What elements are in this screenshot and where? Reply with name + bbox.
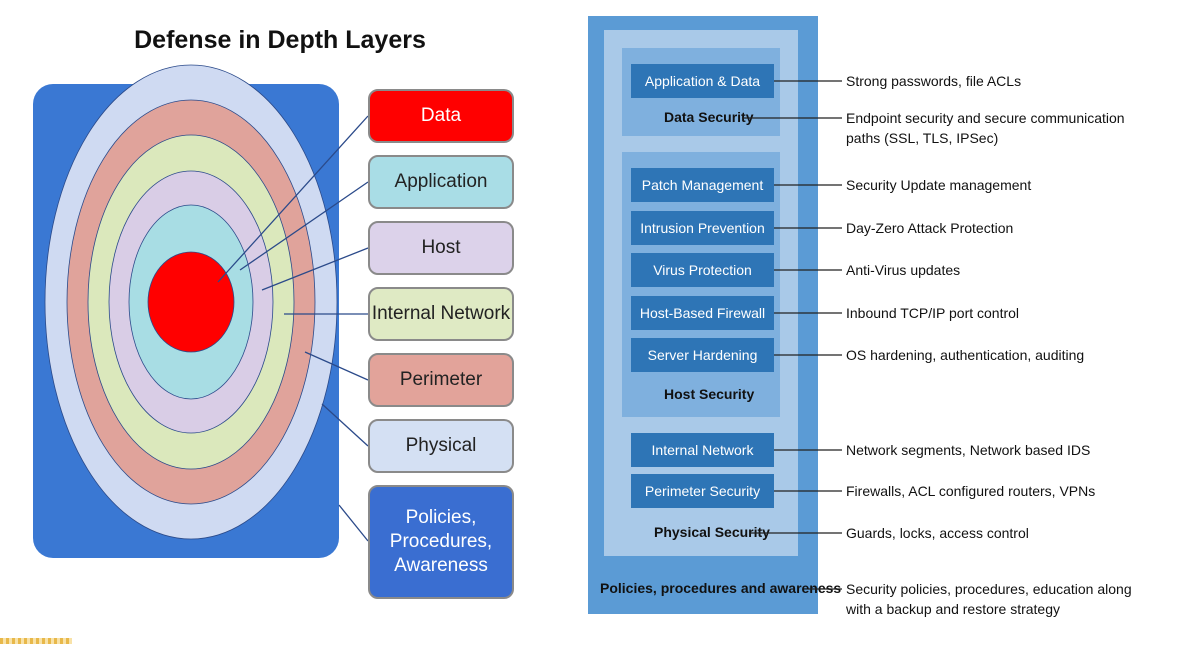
desc-firewall: Inbound TCP/IP port control [846, 305, 1020, 321]
leader-line-perimeter [304, 351, 369, 381]
physical-security-label: Physical Security [654, 524, 770, 540]
legend-label: Data [420, 105, 462, 127]
desc-virus: Anti-Virus updates [846, 262, 961, 278]
legend-policies: Policies, Procedures, Awareness [368, 485, 514, 599]
intrusion-prevention-box: Intrusion Prevention [631, 211, 774, 245]
legend-label: Policies, Procedures, Awareness [389, 507, 493, 576]
legend-physical: Physical [368, 419, 514, 473]
leader-line-policies [338, 504, 369, 542]
legend-application: Application [368, 155, 514, 209]
leader-line-data [217, 115, 369, 283]
leader-lines [217, 115, 369, 542]
internal-network-box: Internal Network [631, 433, 774, 467]
desc-patch: Security Update management [846, 177, 1032, 193]
leader-line-physical [321, 403, 369, 447]
left-diagram-title: Defense in Depth Layers [134, 26, 426, 54]
desc-policies: Security policies, procedures, education… [846, 581, 1132, 617]
desc-physical: Guards, locks, access control [846, 525, 1029, 541]
server-hardening-box: Server Hardening [631, 338, 774, 372]
legend-label: Perimeter [399, 369, 483, 391]
data-security-label: Data Security [664, 109, 754, 125]
perimeter-security-box: Perimeter Security [631, 474, 774, 508]
host-firewall-box: Host-Based Firewall [631, 296, 774, 330]
desc-internal: Network segments, Network based IDS [846, 442, 1091, 458]
patch-management-box: Patch Management [631, 168, 774, 202]
leader-line-host [261, 247, 369, 291]
desc-app-data: Strong passwords, file ACLs [846, 73, 1022, 89]
legend-internal-network: Internal Network [368, 287, 514, 341]
desc-perimeter: Firewalls, ACL configured routers, VPNs [846, 483, 1096, 499]
desc-hardening: OS hardening, authentication, auditing [846, 347, 1085, 363]
legend-label: Host [421, 237, 461, 259]
ring-data [147, 251, 235, 353]
policies-label: Policies, procedures and awareness [600, 580, 842, 596]
legend-label: Internal Network [371, 303, 511, 325]
leader-line-application [239, 181, 369, 271]
host-security-label: Host Security [664, 386, 755, 402]
application-data-box: Application & Data [631, 64, 774, 98]
legend-data: Data [368, 89, 514, 143]
decorative-dotted-bar [0, 638, 72, 644]
legend-perimeter: Perimeter [368, 353, 514, 407]
legend-label: Physical [405, 435, 477, 457]
desc-data-security: Endpoint security and secure communicati… [846, 110, 1125, 146]
legend-label: Application [394, 171, 488, 193]
legend-host: Host [368, 221, 514, 275]
virus-protection-box: Virus Protection [631, 253, 774, 287]
desc-intrusion: Day-Zero Attack Protection [846, 220, 1014, 236]
